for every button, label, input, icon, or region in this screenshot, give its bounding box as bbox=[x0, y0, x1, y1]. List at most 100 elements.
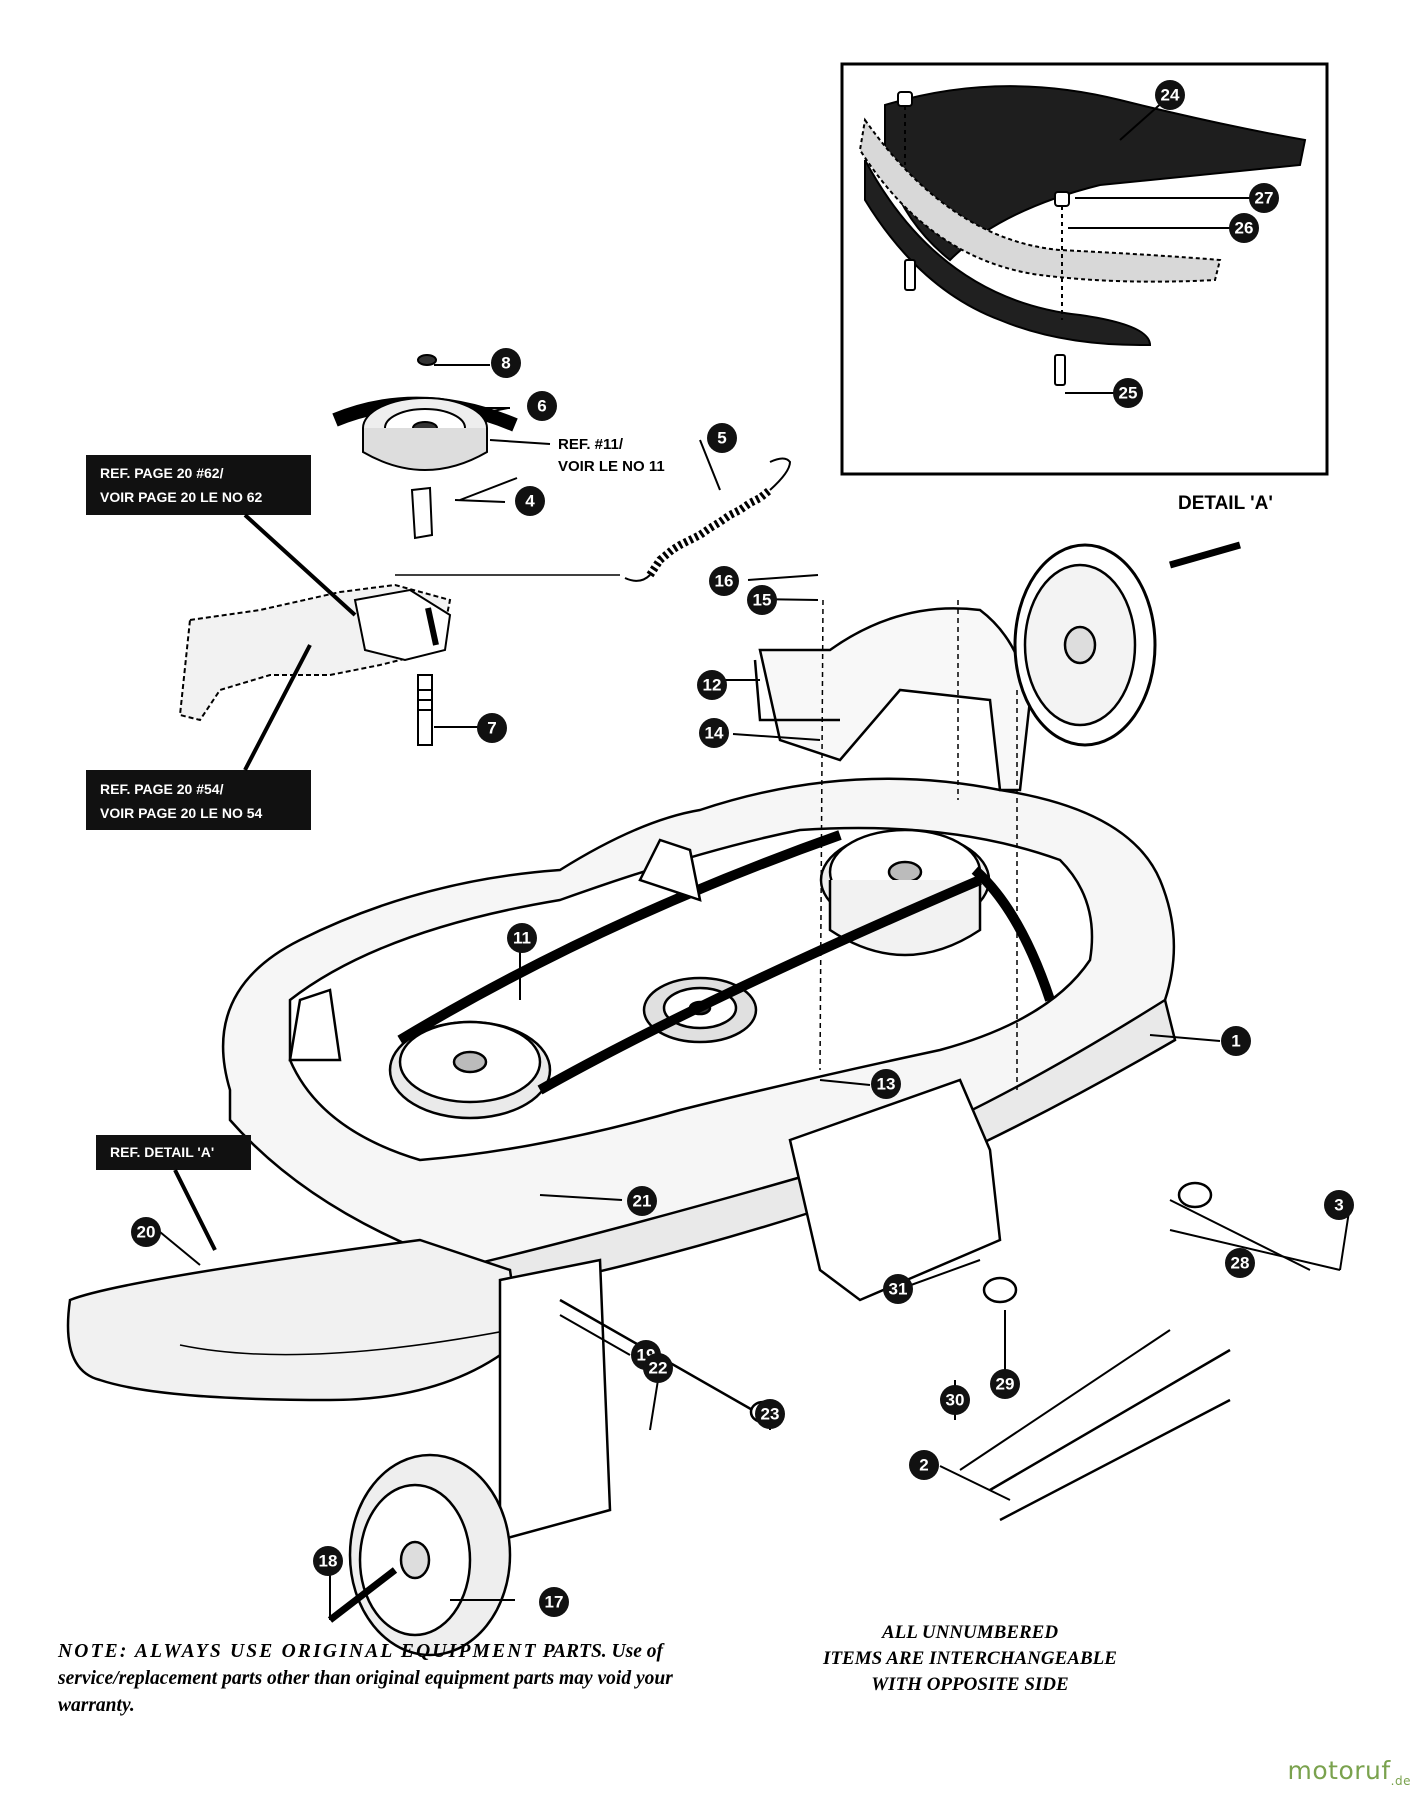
callout-12: 12 bbox=[697, 670, 727, 700]
unnumbered-line-2: ITEMS ARE INTERCHANGEABLE bbox=[823, 1648, 1117, 1669]
callout-7: 7 bbox=[477, 713, 507, 743]
ref-box-line1: REF. DETAIL 'A' bbox=[110, 1144, 214, 1160]
watermark: motoruf.de bbox=[1288, 1756, 1412, 1788]
callout-3: 3 bbox=[1324, 1190, 1354, 1220]
callout-number: 3 bbox=[1334, 1196, 1343, 1215]
mower-deck bbox=[66, 541, 1341, 1657]
warranty-note: NOTE: ALWAYS USE ORIGINAL EQUIPMENT PART… bbox=[58, 1638, 698, 1719]
callout-number: 12 bbox=[703, 676, 722, 695]
callout-marker bbox=[1225, 1248, 1255, 1278]
callout-27: 27 bbox=[1249, 183, 1279, 213]
callout-25: 25 bbox=[1113, 378, 1143, 408]
housing-curve bbox=[858, 117, 1222, 283]
callout-number: 21 bbox=[633, 1192, 652, 1211]
callout-marker bbox=[1249, 183, 1279, 213]
callout-28: 28 bbox=[1225, 1248, 1255, 1278]
callout-number: 25 bbox=[1119, 384, 1138, 403]
ref-box-line2: VOIR PAGE 20 LE NO 54 bbox=[100, 805, 263, 821]
callout-marker bbox=[515, 486, 545, 516]
callout-marker bbox=[699, 718, 729, 748]
callout-marker bbox=[1221, 1026, 1251, 1056]
callout-number: 11 bbox=[513, 929, 531, 948]
ref-box-line1: REF. PAGE 20 #62/ bbox=[100, 465, 224, 481]
callout-number: 30 bbox=[946, 1391, 965, 1410]
callout-22: 22 bbox=[643, 1353, 673, 1383]
callout-number: 16 bbox=[715, 572, 734, 591]
unnumbered-line-1: ALL UNNUMBERED bbox=[881, 1622, 1059, 1643]
callout-marker bbox=[643, 1353, 673, 1383]
callout-marker bbox=[747, 585, 777, 615]
callout-marker bbox=[527, 391, 557, 421]
unnumbered-line-3: WITH OPPOSITE SIDE bbox=[871, 1674, 1069, 1695]
callout-4: 4 bbox=[515, 486, 545, 516]
callout-number: 23 bbox=[761, 1405, 780, 1424]
callout-number: 14 bbox=[705, 724, 724, 743]
callout-number: 20 bbox=[137, 1223, 156, 1242]
callout-20: 20 bbox=[131, 1217, 161, 1247]
callout-17: 17 bbox=[539, 1587, 569, 1617]
callout-11: 11 bbox=[507, 923, 537, 953]
callout-marker bbox=[1155, 80, 1185, 110]
callout-26: 26 bbox=[1229, 213, 1259, 243]
callout-number: 5 bbox=[717, 429, 726, 448]
note-lead: NOTE: ALWAYS USE ORIGINAL EQUIPMENT bbox=[58, 1641, 538, 1662]
ref-box-detail-a: REF. DETAIL 'A' bbox=[96, 1135, 251, 1251]
callout-number: 13 bbox=[877, 1075, 896, 1094]
callout-number: 26 bbox=[1235, 219, 1254, 238]
callout-marker bbox=[755, 1399, 785, 1429]
baffle-shape bbox=[864, 159, 1152, 346]
watermark-brand: motoruf bbox=[1287, 1756, 1391, 1785]
watermark-suffix: .de bbox=[1390, 1774, 1411, 1788]
callout-marker bbox=[477, 713, 507, 743]
callout-marker bbox=[709, 566, 739, 596]
callout-marker bbox=[313, 1546, 343, 1576]
ref-plain-11: REF. #11/ VOIR LE NO 11 bbox=[558, 436, 665, 475]
detail-a-inset: DETAIL 'A' bbox=[840, 62, 1329, 514]
callout-marker bbox=[1113, 378, 1143, 408]
callout-marker bbox=[507, 923, 537, 953]
ref-box-line1: REF. PAGE 20 #54/ bbox=[100, 781, 224, 797]
callout-number: 27 bbox=[1255, 189, 1274, 208]
callout-marker bbox=[539, 1587, 569, 1617]
callout-number: 22 bbox=[649, 1359, 668, 1378]
callout-marker bbox=[940, 1385, 970, 1415]
callout-number: 6 bbox=[537, 397, 546, 416]
callout-marker bbox=[883, 1274, 913, 1304]
blade-shape bbox=[884, 85, 1307, 262]
callout-marker bbox=[909, 1450, 939, 1480]
unnumbered-note: ALL UNNUMBERED ITEMS ARE INTERCHANGEABLE… bbox=[750, 1620, 1190, 1698]
callout-number: 28 bbox=[1231, 1254, 1250, 1273]
callout-number: 15 bbox=[753, 591, 772, 610]
callout-number: 1 bbox=[1231, 1032, 1240, 1051]
callout-2: 2 bbox=[909, 1450, 939, 1480]
callout-18: 18 bbox=[313, 1546, 343, 1576]
detail-a-title: DETAIL 'A' bbox=[1178, 493, 1273, 514]
callout-number: 2 bbox=[919, 1456, 928, 1475]
callout-5: 5 bbox=[707, 423, 737, 453]
callout-21: 21 bbox=[627, 1186, 657, 1216]
ref-plain-line1: REF. #11/ bbox=[558, 436, 624, 453]
callouts: 1234567811121314151617181920212223242526… bbox=[131, 80, 1354, 1617]
callout-30: 30 bbox=[940, 1385, 970, 1415]
callout-16: 16 bbox=[709, 566, 739, 596]
callout-number: 4 bbox=[525, 492, 535, 511]
ref-box-line2: VOIR PAGE 20 LE NO 62 bbox=[100, 489, 263, 505]
idler-assembly bbox=[178, 354, 792, 746]
callout-31: 31 bbox=[883, 1274, 913, 1304]
callout-14: 14 bbox=[699, 718, 729, 748]
ref-box-page20-54: REF. PAGE 20 #54/ VOIR PAGE 20 LE NO 54 bbox=[86, 644, 312, 830]
callout-marker bbox=[131, 1217, 161, 1247]
callout-marker bbox=[491, 348, 521, 378]
callout-29: 29 bbox=[990, 1369, 1020, 1399]
callout-marker bbox=[1324, 1190, 1354, 1220]
callout-marker bbox=[707, 423, 737, 453]
callout-number: 17 bbox=[545, 1593, 564, 1612]
callout-15: 15 bbox=[747, 585, 777, 615]
callout-number: 24 bbox=[1161, 86, 1180, 105]
callout-marker bbox=[990, 1369, 1020, 1399]
callout-marker bbox=[697, 670, 727, 700]
callout-8: 8 bbox=[491, 348, 521, 378]
callout-number: 31 bbox=[889, 1280, 908, 1299]
callout-marker bbox=[627, 1186, 657, 1216]
